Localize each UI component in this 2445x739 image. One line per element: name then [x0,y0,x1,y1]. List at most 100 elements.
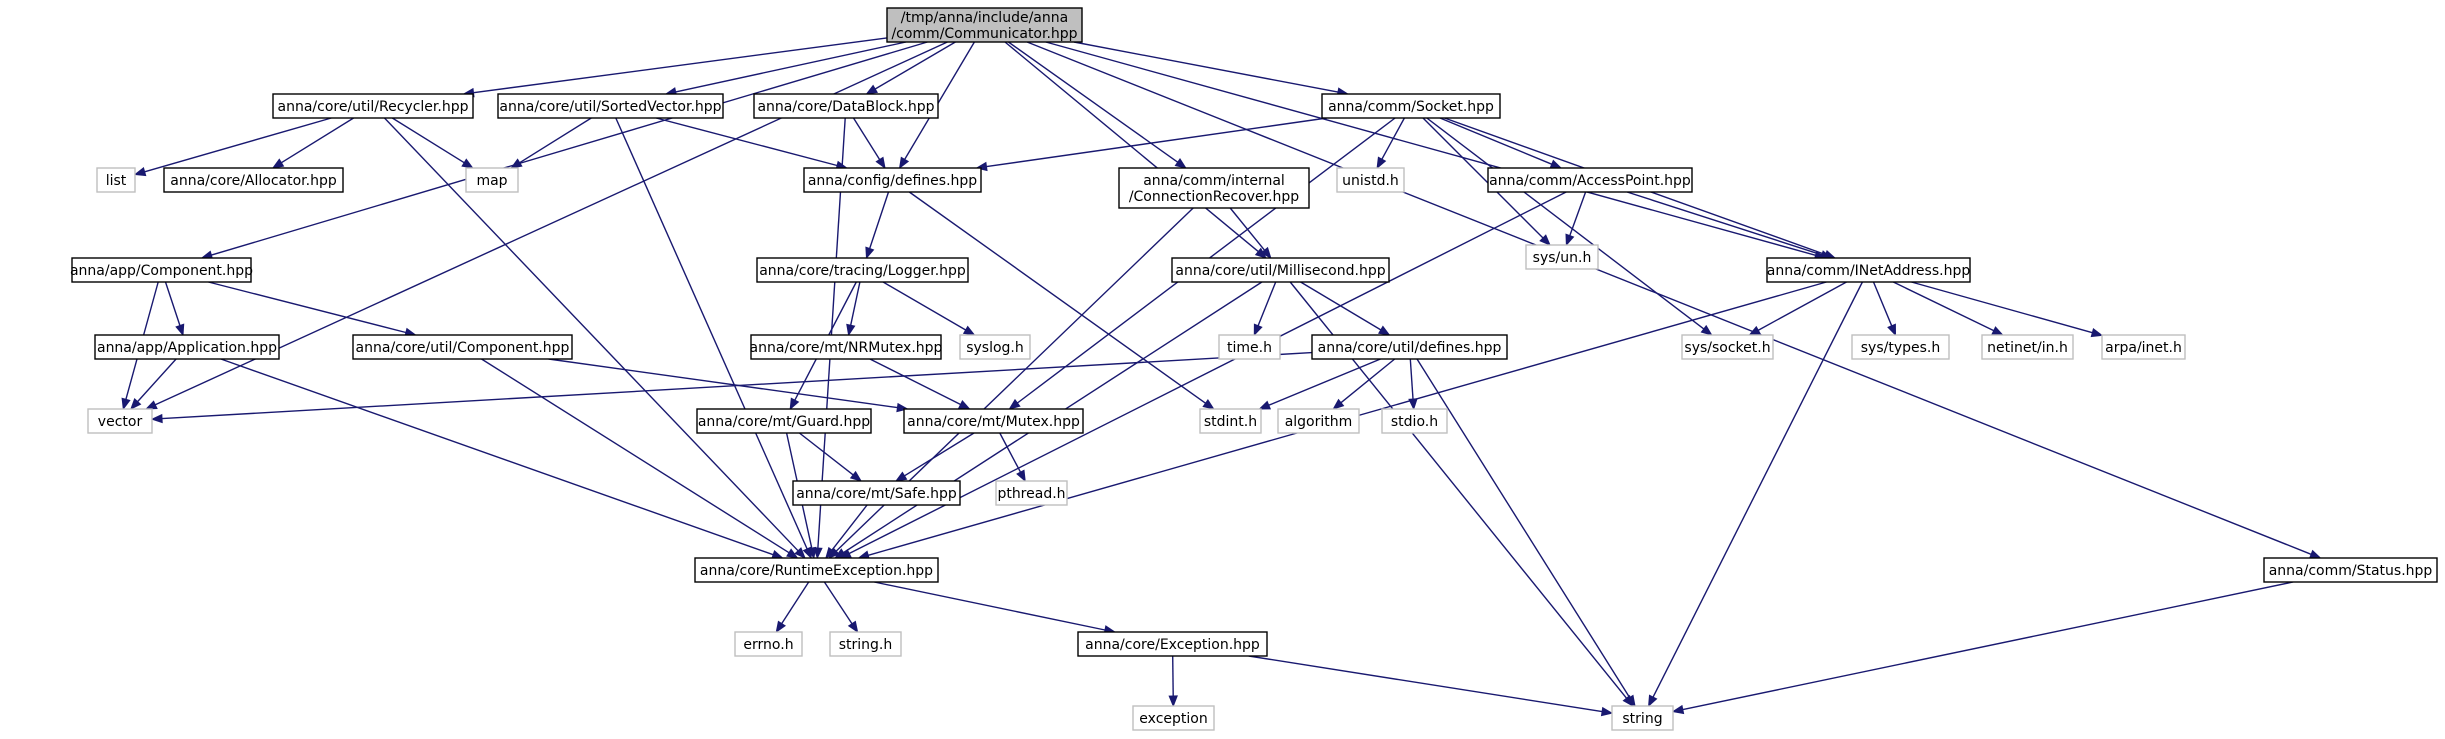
edge-application-to-vector [130,358,177,410]
node-label: arpa/inet.h [2105,340,2182,356]
edge-root-to-configdefines [898,41,976,170]
node-tmp-anna-include-anna-comm-communicator-hpp[interactable]: /tmp/anna/include/anna/comm/Communicator… [886,7,1083,43]
node-anna-core-mt-safe-hpp[interactable]: anna/core/mt/Safe.hpp [792,480,961,506]
node-anna-core-util-sortedvector-hpp[interactable]: anna/core/util/SortedVector.hpp [497,93,724,119]
edge-arrowhead [1625,694,1636,708]
node-errno-h: errno.h [734,631,803,657]
node-algorithm: algorithm [1277,408,1360,434]
node-box [94,334,280,360]
edge-line [1872,281,1893,327]
edge-arrowhead [806,546,817,560]
node-string: string [1611,705,1674,731]
node-sys-socket-h: sys/socket.h [1681,334,1774,360]
edge-line [1073,41,1339,93]
node-anna-comm-socket-hpp[interactable]: anna/comm/Socket.hpp [1321,93,1501,119]
node-anna-core-datablock-hpp[interactable]: anna/core/DataBlock.hpp [753,93,939,119]
edge-line [999,432,1022,473]
edge-line [1757,281,1847,331]
node-box [756,257,969,283]
node-box [1218,334,1281,360]
node-anna-comm-status-hpp[interactable]: anna/comm/Status.hpp [2263,557,2438,583]
edge-line [656,117,838,167]
node-label: /tmp/anna/include/anna [901,10,1068,26]
edge-arrowhead [1887,323,1897,337]
edge-root-to-millisecond [1004,41,1268,259]
node-label: time.h [1227,340,1272,356]
node-label: unistd.h [1342,173,1399,189]
edge-exception-to-string [1248,655,1614,717]
edge-configdefines-to-logger [865,191,890,260]
node-box [1766,257,1971,283]
edge-root-to-appcomponent [200,41,928,260]
edge-recycler-to-allocator [271,117,354,169]
node-label: errno.h [743,637,793,653]
edge-arrowhead [1377,325,1391,336]
node-box [959,334,1031,360]
edge-arrowhead [1671,704,1685,715]
edge-datablock-to-configdefines [852,117,886,170]
edge-arrowhead [130,398,142,410]
edge-logger-to-syslog [882,281,976,336]
node-anna-core-mt-nrmutex-hpp[interactable]: anna/core/mt/NRMutex.hpp [750,334,943,360]
edge-line [1422,117,1544,239]
edge-arrowhead [175,323,185,337]
node-label: anna/comm/Status.hpp [2269,563,2433,579]
node-box [71,257,252,283]
edge-line [1026,41,2312,555]
node-box [1077,631,1268,657]
node-anna-comm-accesspoint-hpp[interactable]: anna/comm/AccessPoint.hpp [1487,167,1693,193]
node-label: sys/types.h [1861,340,1940,356]
edge-line [986,117,1327,168]
node-box [1525,244,1599,270]
node-label: anna/core/util/Component.hpp [356,340,570,356]
node-anna-core-util-millisecond-hpp[interactable]: anna/core/util/Millisecond.hpp [1171,257,1390,283]
node-anna-comm-internal-connectionrecover-hpp[interactable]: anna/comm/internal/ConnectionRecover.hpp [1118,167,1310,209]
edge-utildefines-to-stdint [1258,358,1381,410]
edge-arrowhead [1408,398,1418,411]
edge-arrowhead [875,156,886,170]
node-anna-comm-inetaddress-hpp[interactable]: anna/comm/INetAddress.hpp [1766,257,1971,283]
edge-logger-to-nrmutex [846,281,861,337]
node-anna-core-util-component-hpp[interactable]: anna/core/util/Component.hpp [352,334,573,360]
edge-line [675,41,907,93]
node-label: netinet/in.h [1987,340,2068,356]
node-anna-core-util-defines-hpp[interactable]: anna/core/util/defines.hpp [1311,334,1508,360]
edge-arrowhead [833,548,847,559]
node-box [272,93,474,119]
node-box [792,480,961,506]
edge-arrowhead [1008,398,1021,410]
node-box [2101,334,2186,360]
node-anna-app-application-hpp[interactable]: anna/app/Application.hpp [94,334,280,360]
node-label: anna/core/util/Recycler.hpp [278,99,469,115]
edge-arrowhead [1258,400,1272,410]
edge-line [823,581,853,625]
node-box [1981,334,2074,360]
node-anna-core-mt-guard-hpp[interactable]: anna/core/mt/Guard.hpp [696,408,872,434]
edge-mutex-to-safe [894,432,975,482]
edge-exception-to-exceptionsys [1168,655,1178,708]
node-anna-app-component-hpp[interactable]: anna/app/Component.hpp [70,257,253,283]
node-anna-core-mt-mutex-hpp[interactable]: anna/core/mt/Mutex.hpp [903,408,1084,434]
node-label: anna/comm/INetAddress.hpp [1767,263,1971,279]
edge-arrowhead [1174,157,1187,169]
node-label: algorithm [1285,414,1353,430]
node-anna-core-exception-hpp[interactable]: anna/core/Exception.hpp [1077,631,1268,657]
edge-arrowhead [786,548,799,559]
node-box [903,408,1084,434]
node-anna-core-tracing-logger-hpp[interactable]: anna/core/tracing/Logger.hpp [756,257,969,283]
node-anna-config-defines-hpp[interactable]: anna/config/defines.hpp [803,167,982,193]
edge-connrecover-to-millisecond [1229,207,1272,260]
node-label: pthread.h [997,486,1065,502]
node-label: anna/config/defines.hpp [808,173,977,189]
edge-arrowhead [1991,326,2004,336]
node-anna-core-allocator-hpp[interactable]: anna/core/Allocator.hpp [163,167,344,193]
edge-arrowhead [794,547,806,559]
edge-line [481,358,790,554]
edge-arrowhead [789,397,800,411]
edge-arrowhead [1600,706,1614,717]
edge-line [1626,191,1823,256]
edge-line [869,358,961,406]
node-anna-core-util-recycler-hpp[interactable]: anna/core/util/Recycler.hpp [272,93,474,119]
node-anna-core-runtimeexception-hpp[interactable]: anna/core/RuntimeException.hpp [694,557,939,583]
node-box [753,93,939,119]
